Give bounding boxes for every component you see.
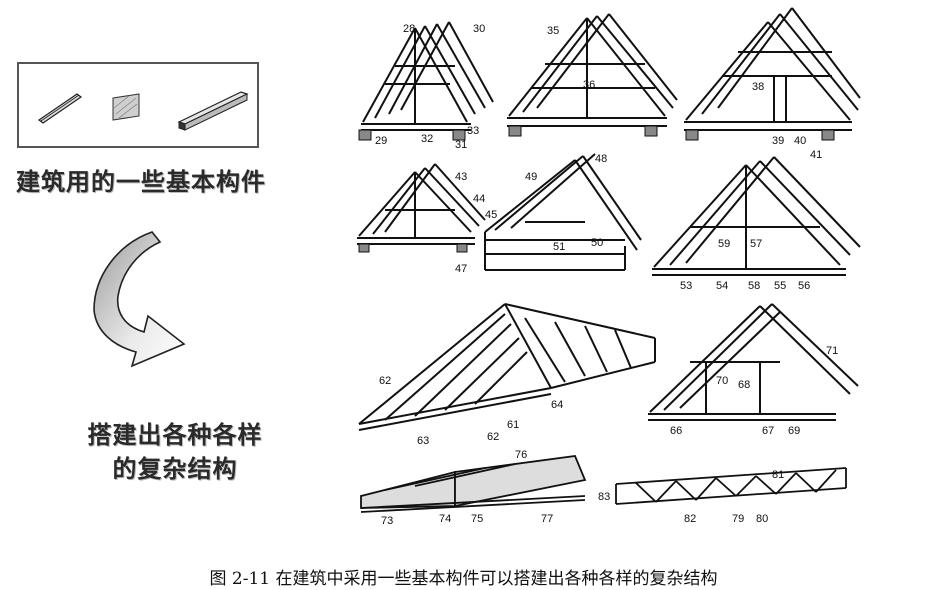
roof-label: 73 <box>381 515 393 527</box>
roof-label: 83 <box>598 491 610 503</box>
gable-roof-diagram-4: 43 44 45 <box>357 163 497 253</box>
roof-label: 58 <box>748 280 760 292</box>
roof-label: 77 <box>541 513 553 525</box>
roof-label: 81 <box>772 469 784 481</box>
basic-components-box <box>17 62 259 148</box>
roof-label: 63 <box>417 435 429 447</box>
roof-label: 50 <box>591 237 603 249</box>
roof-label: 32 <box>421 133 433 145</box>
gable-roof-diagram-5: 49 48 51 50 47 <box>455 153 642 275</box>
roof-label: 55 <box>774 280 786 292</box>
gable-roof-diagram-6: 59 57 53 54 58 55 56 <box>652 156 861 292</box>
roof-label: 64 <box>551 399 563 411</box>
roof-label: 35 <box>547 25 559 37</box>
roof-label: 30 <box>473 23 485 35</box>
roof-label: 53 <box>680 280 692 292</box>
flat-truss-diagram-2: 81 83 82 79 80 <box>598 467 847 525</box>
roof-label: 44 <box>473 193 485 205</box>
roof-label: 33 <box>467 125 479 137</box>
basic-components-illustration <box>37 91 249 131</box>
roof-label: 62 <box>379 375 391 387</box>
roof-label: 74 <box>439 513 451 525</box>
roof-label: 61 <box>507 419 519 431</box>
roof-label: 39 <box>772 135 784 147</box>
flat-truss-diagram-1: 76 73 74 75 77 <box>360 449 587 527</box>
roof-label: 45 <box>485 209 497 221</box>
roof-label: 47 <box>455 263 467 275</box>
roof-label: 29 <box>375 135 387 147</box>
gable-roof-diagram-8: 71 70 68 66 67 69 <box>648 303 859 437</box>
roof-label: 62 <box>487 431 499 443</box>
build-structures-label: 搭建出各种各样 的复杂结构 <box>87 421 263 483</box>
roof-label: 59 <box>718 238 730 250</box>
roof-label: 54 <box>716 280 728 292</box>
roof-label: 79 <box>732 513 744 525</box>
gable-roof-diagram-2: 35 36 <box>507 13 678 137</box>
roof-label: 28 <box>403 23 415 35</box>
roof-label: 51 <box>553 241 565 253</box>
panel-component <box>112 93 140 121</box>
figure-caption: 图 2-11 在建筑中采用一些基本构件可以搭建出各种各样的复杂结构 <box>209 569 718 589</box>
roof-label: 76 <box>515 449 527 461</box>
roof-label: 56 <box>798 280 810 292</box>
roof-label: 36 <box>583 79 595 91</box>
roof-label: 43 <box>455 171 467 183</box>
roof-label: 66 <box>670 425 682 437</box>
roof-label: 49 <box>525 171 537 183</box>
roof-label: 48 <box>595 153 607 165</box>
roof-label: 40 <box>794 135 806 147</box>
hip-roof-diagram: 62 63 62 61 64 <box>358 303 656 447</box>
roof-label: 38 <box>752 81 764 93</box>
curved-arrow-icon <box>93 231 186 368</box>
roof-label: 80 <box>756 513 768 525</box>
roof-label: 75 <box>471 513 483 525</box>
beam-component <box>177 91 249 131</box>
roof-label: 71 <box>826 345 838 357</box>
roof-label: 82 <box>684 513 696 525</box>
rod-component <box>37 93 83 124</box>
roof-label: 70 <box>716 375 728 387</box>
roof-label: 57 <box>750 238 762 250</box>
roof-label: 41 <box>810 149 822 161</box>
basic-parts-label: 建筑用的一些基本构件 <box>16 168 266 196</box>
gable-roof-diagram-1: 28 30 29 32 33 31 <box>358 21 494 151</box>
roof-label: 69 <box>788 425 800 437</box>
roof-label: 31 <box>455 139 467 151</box>
roof-label: 68 <box>738 379 750 391</box>
roof-label: 67 <box>762 425 774 437</box>
gable-roof-diagram-3: 38 39 40 41 <box>684 7 861 161</box>
